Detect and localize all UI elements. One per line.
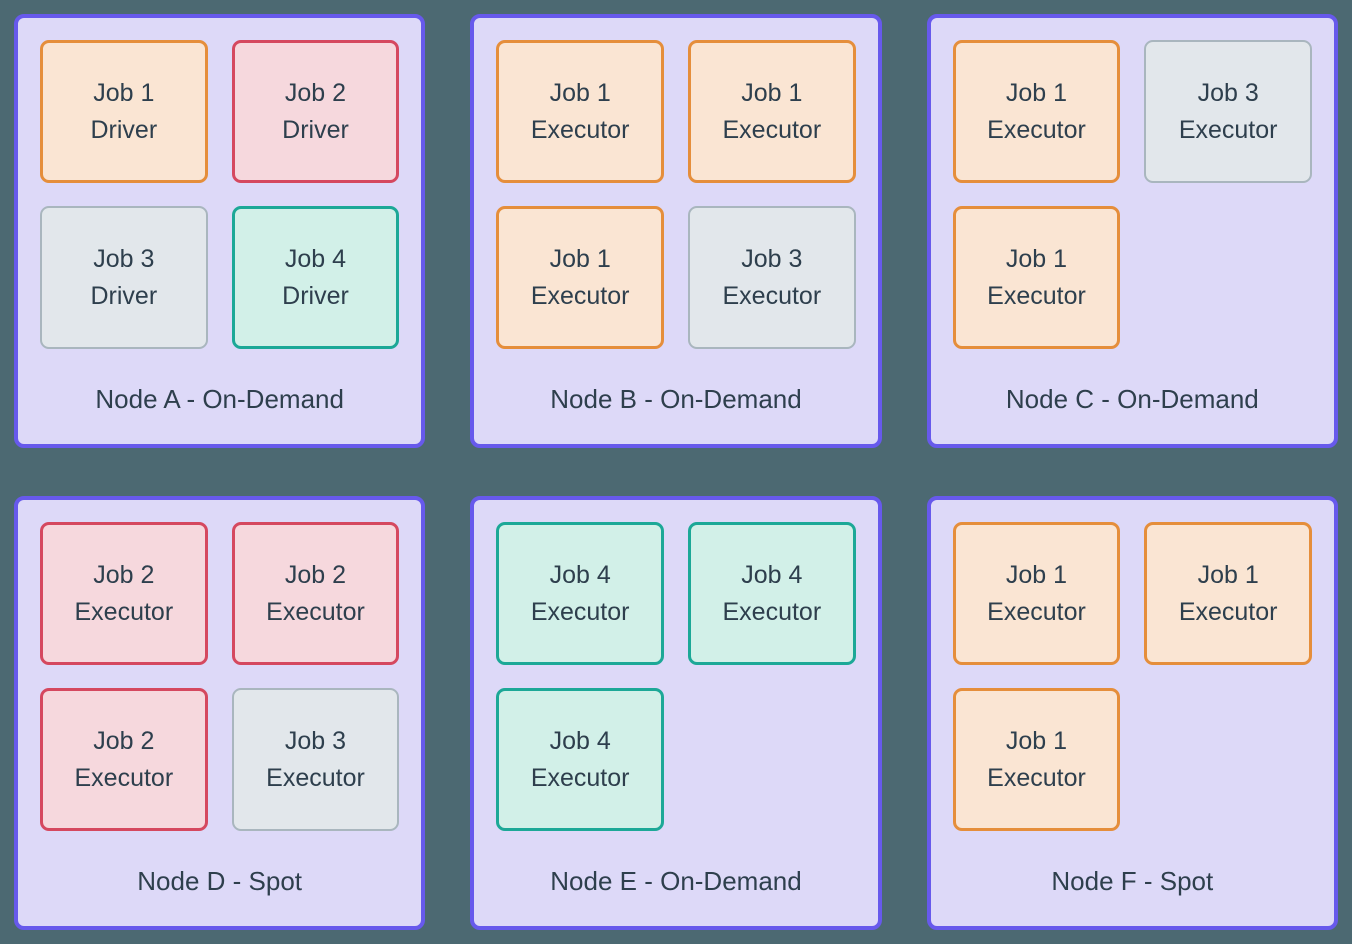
job-box: Job 3 Executor	[231, 688, 400, 831]
job-title: Job 1	[741, 78, 803, 107]
job-role: Executor	[987, 281, 1086, 310]
job-role: Driver	[90, 281, 158, 310]
job-role: Executor	[74, 763, 174, 792]
job-title: Job 4	[549, 726, 611, 755]
job-box: Job 1 Executor	[952, 40, 1121, 183]
job-box: Job 3 Executor	[687, 206, 856, 349]
job-box: Job 2 Executor	[40, 688, 208, 831]
job-box: Job 4 Executor	[496, 522, 664, 665]
job-role: Executor	[266, 597, 365, 626]
job-title: Job 3	[93, 244, 155, 273]
job-title: Job 1	[1197, 560, 1259, 589]
job-title: Job 2	[284, 560, 347, 589]
node-label: Node B - On-Demand	[550, 384, 802, 414]
job-title: Job 4	[741, 560, 803, 589]
job-box: Job 3 Executor	[1144, 40, 1312, 183]
job-role: Executor	[987, 763, 1086, 792]
job-role: Executor	[530, 597, 630, 626]
node-label: Node A - On-Demand	[95, 384, 344, 414]
node-card-a: Job 1 Driver Job 2 Driver Job 3 Driver J…	[14, 14, 426, 448]
job-role: Executor	[530, 281, 630, 310]
node-card-e: Job 4 Executor Job 4 Executor Job 4 Exec…	[470, 496, 882, 930]
job-title: Job 3	[741, 244, 803, 273]
job-box: Job 2 Driver	[231, 40, 400, 183]
job-title: Job 1	[549, 78, 611, 107]
job-role: Executor	[722, 281, 822, 310]
job-role: Executor	[266, 763, 365, 792]
job-role: Executor	[74, 597, 174, 626]
job-grid: Job 1 Executor Job 1 Executor Job 1 Exec…	[496, 40, 856, 349]
job-role: Driver	[282, 115, 349, 144]
job-title: Job 1	[549, 244, 611, 273]
job-role: Executor	[722, 115, 822, 144]
job-grid: Job 1 Driver Job 2 Driver Job 3 Driver J…	[40, 40, 400, 349]
job-role: Executor	[530, 763, 630, 792]
job-grid: Job 1 Executor Job 1 Executor Job 1 Exec…	[952, 522, 1312, 831]
job-title: Job 3	[1197, 78, 1259, 107]
job-box: Job 1 Executor	[952, 522, 1121, 665]
job-title: Job 4	[284, 244, 347, 273]
node-label: Node F - Spot	[1051, 866, 1214, 896]
job-box: Job 1 Executor	[952, 688, 1121, 831]
job-box: Job 4 Executor	[687, 522, 856, 665]
job-title: Job 1	[93, 78, 155, 107]
job-box: Job 1 Executor	[496, 40, 664, 183]
job-box: Job 1 Driver	[40, 40, 208, 183]
job-title: Job 2	[284, 78, 347, 107]
job-title: Job 2	[93, 560, 155, 589]
job-grid: Job 2 Executor Job 2 Executor Job 2 Exec…	[40, 522, 400, 831]
job-box: Job 4 Driver	[231, 206, 400, 349]
node-label: Node D - Spot	[137, 866, 303, 896]
job-title: Job 1	[1005, 560, 1068, 589]
job-title: Job 4	[549, 560, 611, 589]
job-grid: Job 4 Executor Job 4 Executor Job 4 Exec…	[496, 522, 856, 831]
job-box: Job 1 Executor	[496, 206, 664, 349]
job-role: Executor	[530, 115, 630, 144]
job-title: Job 2	[93, 726, 155, 755]
job-role: Executor	[987, 597, 1086, 626]
job-role: Executor	[1178, 597, 1278, 626]
node-label: Node E - On-Demand	[550, 866, 802, 896]
job-title: Job 1	[1005, 244, 1068, 273]
job-box: Job 1 Executor	[952, 206, 1121, 349]
job-box: Job 4 Executor	[496, 688, 664, 831]
job-role: Executor	[1178, 115, 1278, 144]
job-box: Job 2 Executor	[231, 522, 400, 665]
node-card-b: Job 1 Executor Job 1 Executor Job 1 Exec…	[470, 14, 882, 448]
job-title: Job 1	[1005, 78, 1068, 107]
node-card-f: Job 1 Executor Job 1 Executor Job 1 Exec…	[926, 496, 1338, 930]
job-grid: Job 1 Executor Job 3 Executor Job 1 Exec…	[952, 40, 1312, 349]
job-role: Executor	[987, 115, 1086, 144]
job-box: Job 3 Driver	[40, 206, 208, 349]
job-box: Job 1 Executor	[1144, 522, 1312, 665]
node-label: Node C - On-Demand	[1005, 384, 1259, 414]
node-card-d: Job 2 Executor Job 2 Executor Job 2 Exec…	[14, 496, 426, 930]
job-role: Executor	[722, 597, 822, 626]
job-role: Driver	[282, 281, 349, 310]
job-title: Job 3	[284, 726, 347, 755]
node-card-c: Job 1 Executor Job 3 Executor Job 1 Exec…	[926, 14, 1338, 448]
job-role: Driver	[90, 115, 158, 144]
job-box: Job 1 Executor	[687, 40, 856, 183]
job-title: Job 1	[1005, 726, 1068, 755]
job-box: Job 2 Executor	[40, 522, 208, 665]
